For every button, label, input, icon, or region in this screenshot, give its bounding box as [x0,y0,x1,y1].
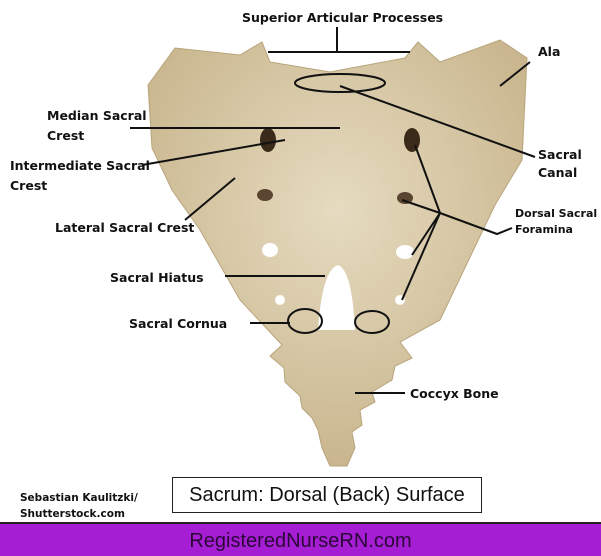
diagram-title: Sacrum: Dorsal (Back) Surface [172,477,482,513]
label-lateral-sacral-crest: Lateral Sacral Crest [55,220,195,235]
label-dorsal-sacral-foramina-1: Dorsal Sacral [515,207,598,220]
image-credit: Sebastian Kaulitzki/ Shutterstock.com [20,490,138,522]
label-superior-articular-processes: Superior Articular Processes [242,10,444,25]
label-coccyx-bone: Coccyx Bone [410,386,499,401]
label-sacral-canal-1: Sacral [538,147,582,162]
label-sacral-hiatus: Sacral Hiatus [110,270,204,285]
label-dorsal-sacral-foramina-2: Foramina [515,223,573,236]
label-intermediate-sacral-crest-2: Crest [10,178,48,193]
leader-lines [130,27,536,394]
label-sacral-canal-2: Canal [538,165,578,180]
label-intermediate-sacral-crest-1: Intermediate Sacral [10,158,150,173]
footer-banner: RegisteredNurseRN.com [0,522,601,556]
label-sacral-cornua: Sacral Cornua [129,316,228,331]
label-median-sacral-crest-1: Median Sacral [47,108,147,123]
label-median-sacral-crest-2: Crest [47,128,85,143]
credit-line-2: Shutterstock.com [20,508,125,520]
credit-line-1: Sebastian Kaulitzki/ [20,492,138,504]
label-ala: Ala [538,44,561,59]
